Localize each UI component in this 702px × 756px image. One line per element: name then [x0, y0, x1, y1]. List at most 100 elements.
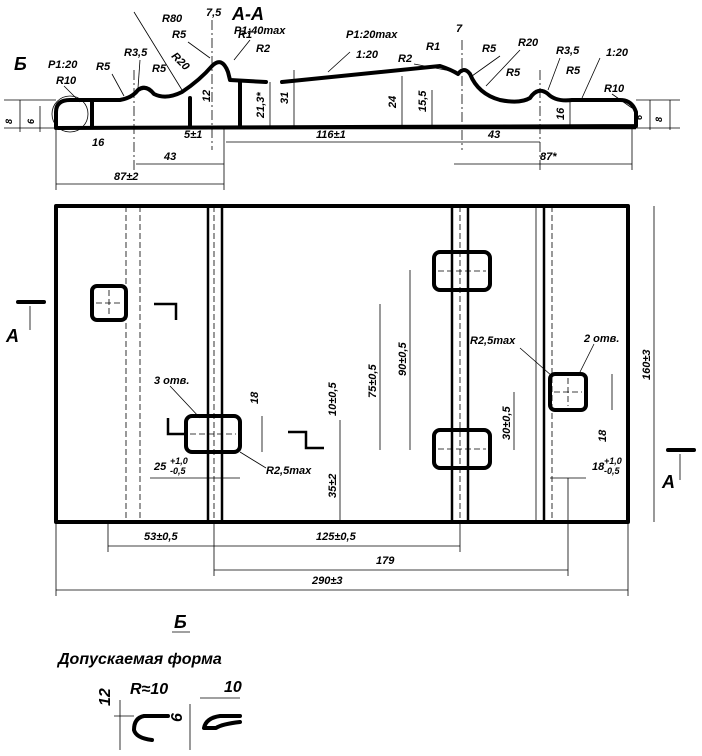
- dim-18-b: 18: [597, 429, 609, 442]
- dim-75: 75±0,5: [367, 364, 379, 398]
- dim-43-left: 43: [163, 151, 176, 163]
- leader-slope-right: [581, 57, 601, 99]
- dim-18-c: 18: [592, 461, 605, 473]
- label-p1-20max: P1:20max: [346, 29, 398, 41]
- z-mark-1: [154, 302, 178, 320]
- dim-125: 125±0,5: [316, 531, 357, 543]
- label-r3-5-left: R3,5: [124, 47, 148, 59]
- note-r2-5max-b: R2,5max: [266, 465, 312, 477]
- label-r10-left: R10: [56, 75, 77, 87]
- leader-r2-right: [413, 63, 457, 73]
- view-b-subtitle: Допускаемая форма: [56, 651, 222, 668]
- note-r2-5max-a: R2,5max: [470, 335, 516, 347]
- hole-square-left: [90, 284, 128, 322]
- label-r10-right: R10: [604, 83, 625, 95]
- leader-r2-5max-a: [519, 347, 553, 377]
- view-b-r10: R≈10: [130, 681, 168, 698]
- label-r20-right: R20: [518, 37, 539, 49]
- note-three-holes: 3 отв.: [154, 375, 189, 387]
- dim-179: 179: [376, 555, 395, 567]
- label-r20-left: R20: [169, 50, 192, 73]
- leader-r5-a: [111, 73, 125, 97]
- view-b-title: Б: [174, 612, 187, 632]
- leader-r10-right: [611, 93, 633, 109]
- view-b-detail: Б Допускаемая форма 12 R≈10 6 10: [56, 612, 242, 750]
- label-r5-e: R5: [566, 65, 581, 77]
- label-r80: R80: [162, 13, 183, 25]
- leader-slope-mid: [327, 51, 351, 73]
- leader-r10-left: [63, 85, 81, 103]
- label-r2-right: R2: [398, 53, 412, 65]
- label-r1-right: R1: [426, 41, 440, 53]
- label-slope-right: 1:20: [606, 47, 629, 59]
- dim-160: 160±3: [641, 349, 653, 380]
- hole-square-right: [548, 372, 588, 412]
- label-r1-left: R1: [238, 29, 252, 41]
- dim-35: 35±2: [327, 474, 339, 498]
- plate-outline: [54, 204, 630, 524]
- dim-h6-left: 6: [26, 118, 36, 124]
- leader-r1: [233, 39, 251, 61]
- dim-53: 53±0,5: [144, 531, 178, 543]
- dim-h6-right: 6: [634, 114, 644, 120]
- dim-18-a: 18: [249, 391, 261, 404]
- section-marker-right: А: [661, 472, 675, 492]
- hole-rect-bottom-right: [432, 428, 492, 470]
- dim-43-right: 43: [487, 129, 500, 141]
- leader-r3-5-left: [137, 59, 141, 89]
- section-marker-left: А: [5, 326, 19, 346]
- hole-rect-left: [184, 414, 242, 454]
- label-r5-right: R5: [482, 43, 497, 55]
- dim-h31: 31: [279, 92, 291, 104]
- dim-7-5: 7,5: [206, 7, 222, 19]
- leader-three-holes: [169, 385, 201, 419]
- dim-25-tol-up: +1,0: [170, 456, 188, 466]
- dim-h12: 12: [201, 90, 213, 102]
- view-b-dim-10: 10: [224, 679, 242, 696]
- section-title: А-А: [231, 4, 264, 24]
- leader-r2-5max-b: [239, 451, 267, 469]
- hole-rect-top-right: [432, 250, 492, 292]
- leader-r3-5-right: [547, 57, 561, 91]
- dim-25: 25: [153, 461, 167, 473]
- dim-10: 10±0,5: [327, 382, 339, 416]
- view-b-shape-1: [132, 714, 170, 742]
- label-r5-a: R5: [96, 61, 111, 73]
- z-mark-3: [288, 430, 324, 450]
- label-r2-left: R2: [256, 43, 270, 55]
- profile-outline: [54, 60, 638, 130]
- z-mark-2: [166, 418, 184, 436]
- dim-16-left: 16: [92, 137, 105, 149]
- dim-5: 5±1: [184, 129, 202, 141]
- cross-section-profile: А-А Б P1:20 R10 R5 R3,5 R5 R80 R5 R20 7,…: [4, 4, 680, 190]
- dim-h24: 24: [387, 96, 399, 109]
- leader-two-holes: [577, 343, 595, 377]
- label-r5-d: R5: [506, 67, 521, 79]
- dim-h8-right: 8: [654, 117, 664, 122]
- dim-116: 116±1: [316, 129, 346, 141]
- view-b-marker: Б: [14, 54, 27, 74]
- dim-87-right: 87*: [540, 151, 557, 163]
- dim-18-c-tol-dn: -0,5: [604, 466, 621, 476]
- label-r5-c: R5: [172, 29, 187, 41]
- leader-r20-right: [485, 49, 521, 87]
- dim-290: 290±3: [311, 575, 343, 587]
- label-slope-mid: 1:20: [356, 49, 379, 61]
- dim-h15-5: 15,5: [417, 90, 429, 112]
- view-b-dim-12: 12: [97, 688, 114, 706]
- dim-30: 30±0,5: [501, 406, 513, 440]
- dim-25-tol-dn: -0,5: [170, 466, 187, 476]
- note-two-holes: 2 отв.: [583, 333, 619, 345]
- leader-r5-c: [187, 41, 211, 59]
- plan-view: А А 75±0,5 90±0,5 10±0,5 35±2 30±0,5 160…: [5, 204, 696, 596]
- dim-90: 90±0,5: [397, 342, 409, 376]
- label-r3-5-right: R3,5: [556, 45, 580, 57]
- dim-87-left: 87±2: [114, 171, 138, 183]
- dim-h21-3: 21,3*: [255, 92, 267, 119]
- leader-r80: [133, 11, 183, 91]
- leader-r5-right: [471, 55, 501, 77]
- dim-h8-left: 8: [4, 119, 14, 124]
- view-b-dim-6: 6: [169, 713, 186, 722]
- label-r5-b: R5: [152, 63, 167, 75]
